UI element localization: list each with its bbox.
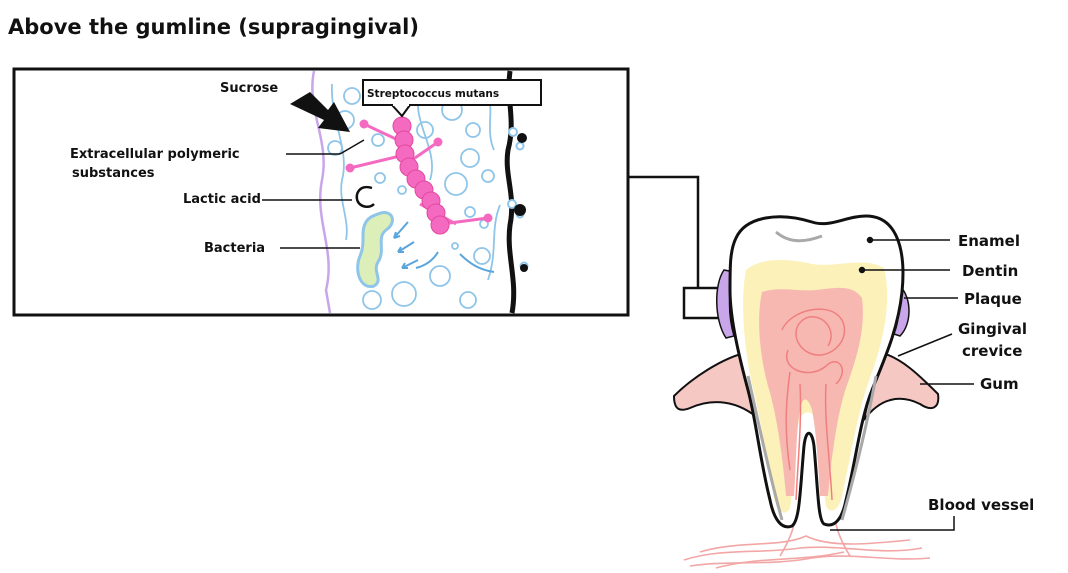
label-enamel: Enamel xyxy=(958,232,1020,250)
label-gingival-line1: Gingival xyxy=(958,320,1027,338)
label-eps-line1: Extracellular polymeric xyxy=(70,147,240,162)
page-title: Above the gumline (supragingival) xyxy=(8,15,419,39)
label-gingival-line2: crevice xyxy=(962,342,1022,360)
label-bacteria: Bacteria xyxy=(204,241,265,256)
label-lactic-acid: Lactic acid xyxy=(183,192,261,207)
label-blood-vessel: Blood vessel xyxy=(928,496,1034,514)
label-gum: Gum xyxy=(980,375,1019,393)
label-streptococcus: Streptococcus mutans xyxy=(367,88,499,100)
tooth-illustration: Enamel Dentin Plaque Gingival crevice Gu… xyxy=(674,216,1034,568)
zoom-panel: Sucrose Streptococcus mutans Extracellul… xyxy=(14,69,628,315)
blood-vessels-network xyxy=(684,500,930,568)
callout-joint xyxy=(393,102,409,106)
label-eps-line2: substances xyxy=(72,166,155,181)
label-plaque: Plaque xyxy=(964,290,1022,308)
label-sucrose: Sucrose xyxy=(220,81,278,96)
label-dentin: Dentin xyxy=(962,262,1018,280)
